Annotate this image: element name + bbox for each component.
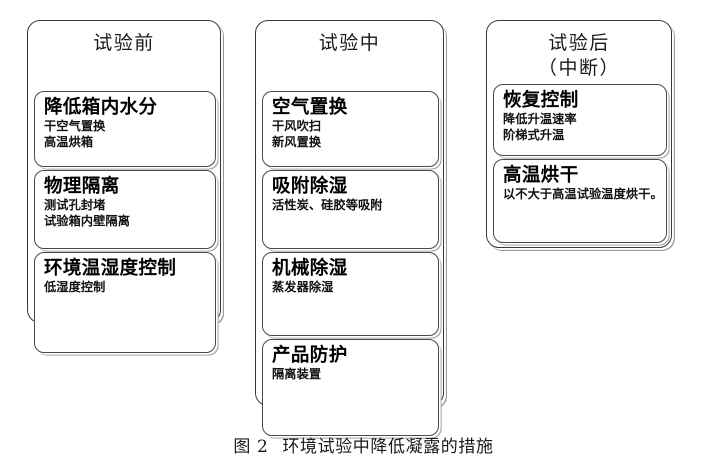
figure-caption-label: 图 2 — [233, 437, 269, 457]
measure-card-detail: 低湿度控制 — [44, 280, 106, 294]
phase-header-during-test: 试验中 — [256, 21, 443, 58]
measure-card-title: 物理隔离 — [44, 176, 120, 197]
measure-card-title: 机械除湿 — [272, 258, 348, 279]
figure-caption-text: 环境试验中降低凝露的措施 — [282, 437, 494, 457]
phase-header-after-test: 试验后 （中断） — [487, 21, 671, 83]
measure-card-detail: 新风置换 — [272, 134, 322, 149]
phase-column-before-test: 试验前降低箱内水分干空气置换高温烘箱物理隔离测试孔封堵试验箱内壁隔离环境温湿度控… — [27, 20, 221, 353]
measure-card-detail: 干空气置换 — [44, 119, 106, 133]
measure-card-detail: 蒸发器除湿 — [272, 280, 334, 294]
measure-card-title: 空气置换 — [272, 97, 348, 118]
measure-card-detail: 阶梯式升温 — [503, 127, 565, 142]
measure-card-title: 高温烘干 — [503, 165, 579, 186]
measure-card-ambient-temp-humidity-control: 环境温湿度控制低湿度控制 — [34, 252, 216, 353]
measure-card-detail: 活性炭、硅胶等吸附 — [272, 198, 383, 212]
measure-card-mechanical-dehumidify: 机械除湿蒸发器除湿 — [262, 252, 439, 336]
phase-column-during-test: 试验中空气置换干风吹扫新风置换吸附除湿活性炭、硅胶等吸附机械除湿蒸发器除湿产品防… — [255, 20, 444, 436]
measure-card-detail: 降低升温速率 — [503, 112, 577, 126]
measure-card-recovery-control: 恢复控制降低升温速率阶梯式升温 — [493, 84, 667, 156]
phase-header-line: （中断） — [537, 57, 620, 79]
measure-card-title: 降低箱内水分 — [44, 97, 158, 118]
measure-card-title: 环境温湿度控制 — [44, 258, 177, 279]
measure-card-title: 产品防护 — [272, 345, 348, 366]
measure-card-high-temp-drying: 高温烘干以不大于高温试验温度烘干。 — [493, 159, 667, 243]
measure-card-title: 吸附除湿 — [272, 176, 348, 197]
measure-card-detail: 隔离装置 — [272, 367, 322, 381]
measure-card-title: 恢复控制 — [503, 90, 579, 111]
phase-header-line: 试验中 — [318, 32, 381, 54]
phase-header-line: 试验后 — [548, 32, 610, 54]
phase-header-before-test: 试验前 — [28, 21, 220, 58]
measure-card-product-protection: 产品防护隔离装置 — [262, 339, 439, 436]
measure-card-detail: 干风吹扫 — [272, 119, 322, 133]
measure-card-detail: 试验箱内壁隔离 — [44, 213, 131, 228]
measure-card-reduce-chamber-moisture: 降低箱内水分干空气置换高温烘箱 — [34, 91, 216, 167]
measure-card-detail: 高温烘箱 — [44, 134, 94, 149]
phase-column-after-test: 试验后（中断）恢复控制降低升温速率阶梯式升温高温烘干以不大于高温试验温度烘干。 — [486, 20, 672, 248]
measure-card-detail: 测试孔封堵 — [44, 198, 106, 212]
measure-card-physical-isolation: 物理隔离测试孔封堵试验箱内壁隔离 — [34, 170, 216, 249]
measure-card-air-exchange: 空气置换干风吹扫新风置换 — [262, 91, 439, 167]
measure-card-adsorption-dehumidify: 吸附除湿活性炭、硅胶等吸附 — [262, 170, 439, 249]
phase-header-line: 试验前 — [93, 32, 155, 54]
figure-caption: 图 2 环境试验中降低凝露的措施 — [0, 432, 727, 457]
measure-card-detail: 以不大于高温试验温度烘干。 — [503, 187, 663, 201]
